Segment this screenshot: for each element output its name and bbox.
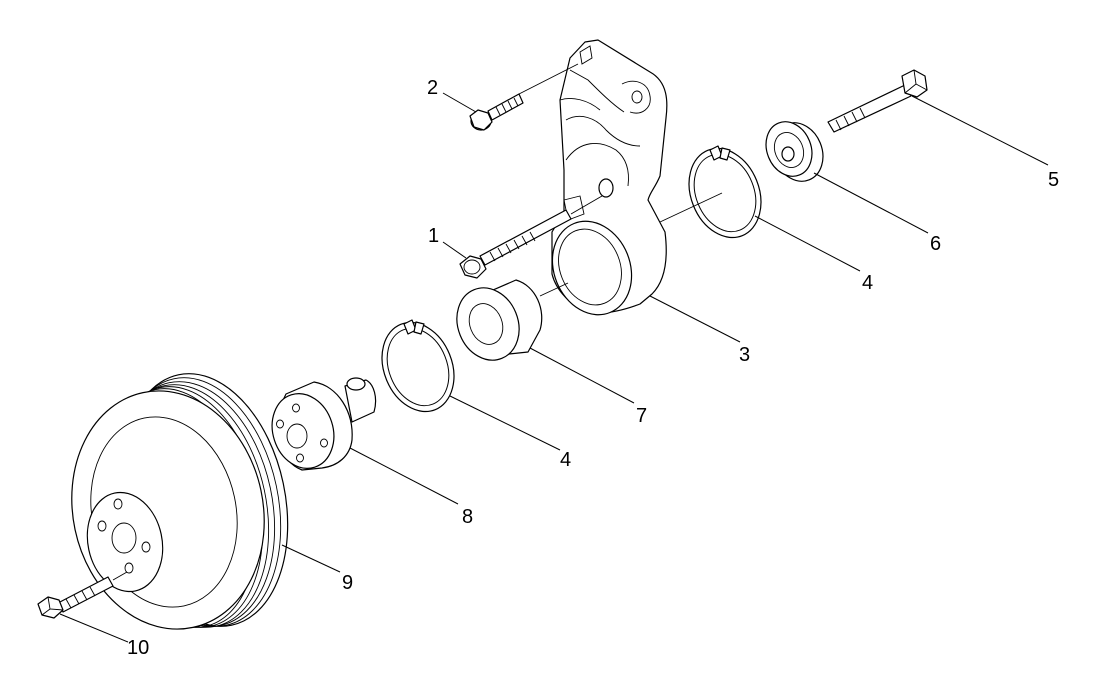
spacer-washer-6 — [765, 121, 824, 182]
callout-1: 1 — [428, 225, 439, 247]
callout-3: 3 — [739, 344, 750, 366]
callout-4-lower: 4 — [560, 449, 571, 471]
bushing-7 — [456, 279, 569, 361]
leader-6 — [813, 172, 929, 234]
bolt-10 — [37, 571, 128, 619]
bolt-1 — [459, 195, 603, 279]
callout-5: 5 — [1048, 169, 1059, 191]
bolt-5 — [827, 69, 928, 133]
circlip-4-upper — [659, 145, 762, 239]
leader-2 — [442, 92, 477, 113]
leader-8 — [349, 447, 459, 505]
leader-4a — [754, 215, 861, 272]
callout-10: 10 — [127, 637, 149, 659]
leader-9 — [281, 544, 341, 573]
circlip-4-lower — [381, 319, 455, 413]
callout-6: 6 — [930, 233, 941, 255]
callout-2: 2 — [427, 77, 438, 99]
callout-7: 7 — [636, 405, 647, 427]
bolt-2 — [469, 63, 579, 131]
callout-9: 9 — [342, 572, 353, 594]
leader-3 — [649, 295, 741, 343]
callout-4-upper: 4 — [862, 272, 873, 294]
leader-1 — [442, 241, 467, 259]
leader-4b — [449, 395, 561, 451]
pulley-9 — [71, 373, 289, 630]
callout-8: 8 — [462, 506, 473, 528]
callout-labels: 2 1 5 6 4 3 7 4 8 9 10 — [127, 77, 1059, 659]
leader-10 — [59, 613, 129, 643]
leader-5 — [911, 95, 1049, 166]
leader-lines — [59, 92, 1049, 643]
tensioner-bracket — [551, 39, 668, 316]
leader-7 — [529, 347, 635, 404]
pulley-hub-8 — [271, 377, 377, 471]
